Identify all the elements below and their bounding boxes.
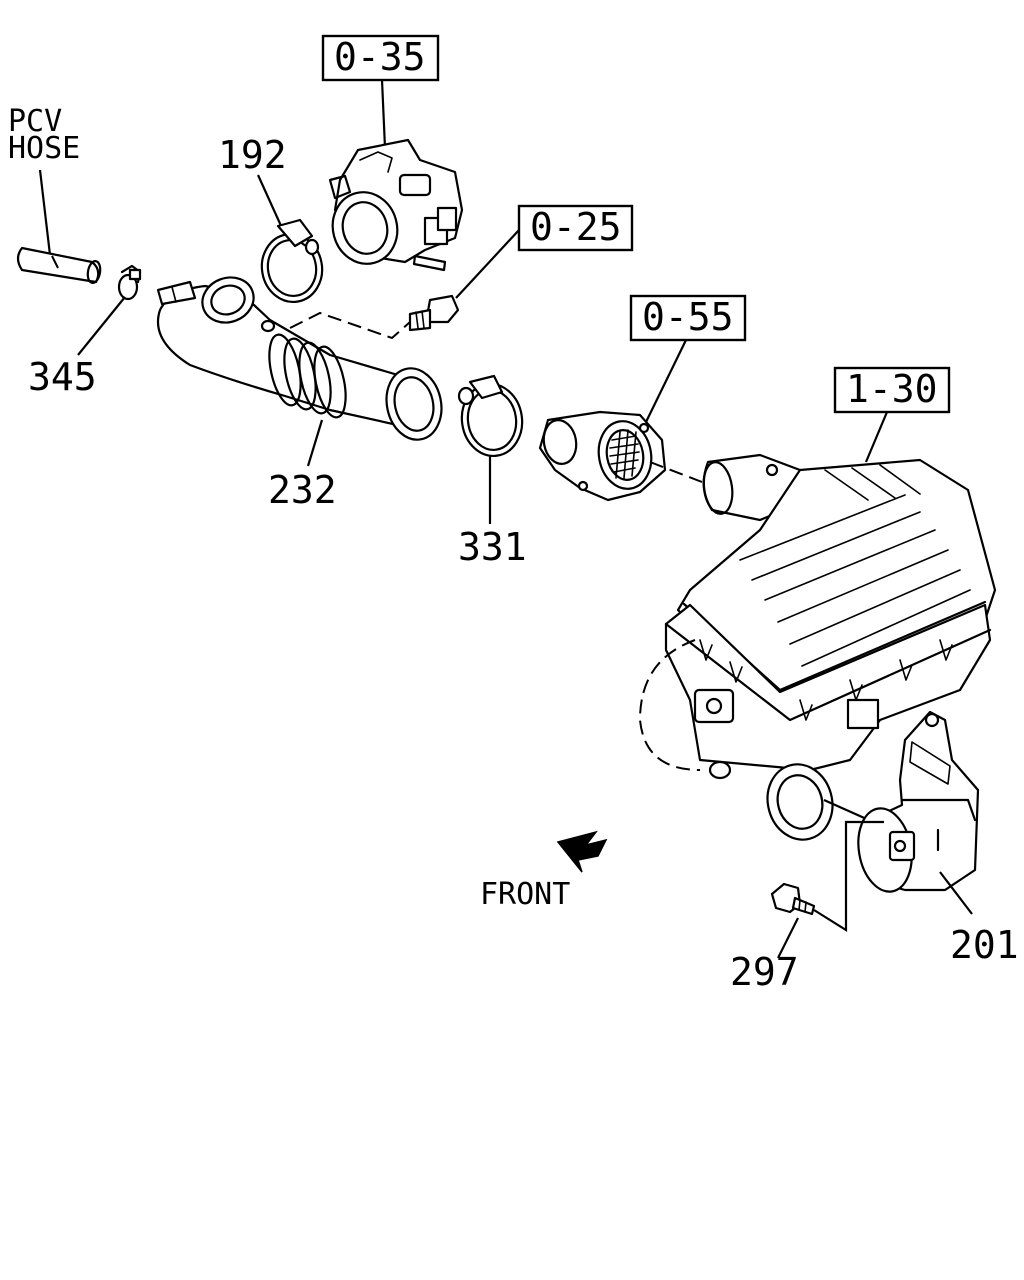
pcv-label-line2: HOSE: [8, 131, 80, 166]
clamp-192-part: [260, 218, 324, 303]
ref-box-0-25: 0-25: [517, 204, 634, 252]
label-297: 297: [730, 950, 799, 994]
label-331: 331: [458, 525, 527, 569]
pcv-label-line1: PCV: [8, 104, 62, 139]
label-345: 345: [28, 355, 97, 399]
label-192: 192: [218, 133, 287, 177]
duct-201-part: [857, 710, 980, 893]
airflow-meter-part: [538, 410, 667, 502]
pcv-hose-callout: PCV HOSE: [8, 104, 80, 256]
bolt-297-part: [770, 882, 816, 916]
label-1-30: 1-30: [846, 367, 938, 411]
sensor-part: [408, 294, 460, 332]
label-0-35: 0-35: [334, 35, 426, 79]
label-232: 232: [268, 468, 337, 512]
label-0-55: 0-55: [642, 295, 734, 339]
throttle-body-part: [328, 138, 464, 272]
ref-box-0-35: 0-35: [321, 34, 440, 82]
ref-box-0-55: 0-55: [629, 294, 747, 342]
clamp-331-part: [457, 374, 524, 457]
pcv-hose-part: [16, 246, 102, 284]
ref-box-1-30: 1-30: [833, 366, 951, 414]
clamp-345-part: [117, 264, 142, 301]
arrow-down-left-icon: [556, 830, 608, 873]
intake-hose-232-part: [156, 276, 443, 441]
label-201: 201: [950, 923, 1019, 967]
label-0-25: 0-25: [530, 205, 622, 249]
air-cleaner-part: [638, 453, 997, 841]
front-label: FRONT: [480, 877, 570, 912]
